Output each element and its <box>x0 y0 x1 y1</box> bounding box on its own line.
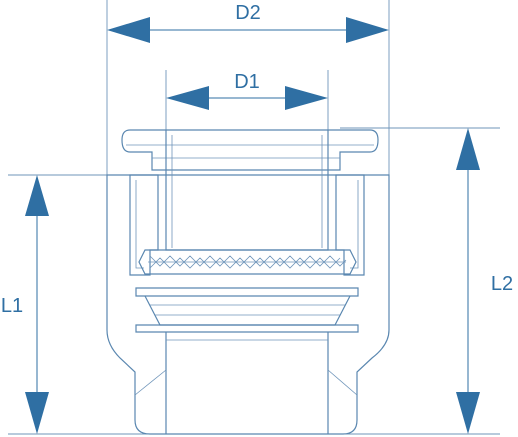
d1-arrow-left <box>166 86 209 110</box>
collet-tube <box>165 130 329 251</box>
dimension-l1: L1 <box>1 175 49 434</box>
fitting-body <box>106 129 390 435</box>
body-outline <box>106 174 390 435</box>
dimension-d1: D1 <box>166 71 328 110</box>
d2-arrow-left <box>107 17 150 43</box>
grip-teeth <box>148 255 347 269</box>
l2-label: L2 <box>491 273 513 295</box>
l2-arrow-top <box>456 128 480 170</box>
dimension-l2: L2 <box>456 128 513 434</box>
ring-lower <box>135 324 359 333</box>
d1-arrow-right <box>285 86 328 110</box>
d2-arrow-right <box>346 17 389 43</box>
l1-arrow-top <box>25 175 49 216</box>
d1-label: D1 <box>234 71 260 93</box>
collet-head <box>121 129 379 171</box>
seal-section <box>135 287 359 297</box>
cavity-right <box>335 174 365 276</box>
dimension-d2: D2 <box>107 2 389 43</box>
extension-lines <box>8 0 500 435</box>
l1-arrow-bottom <box>25 392 49 434</box>
l2-arrow-bottom <box>456 392 480 434</box>
lower-bore <box>165 332 329 434</box>
d2-label: D2 <box>235 2 261 24</box>
l1-label: L1 <box>1 295 23 317</box>
grip-ring <box>138 249 357 275</box>
